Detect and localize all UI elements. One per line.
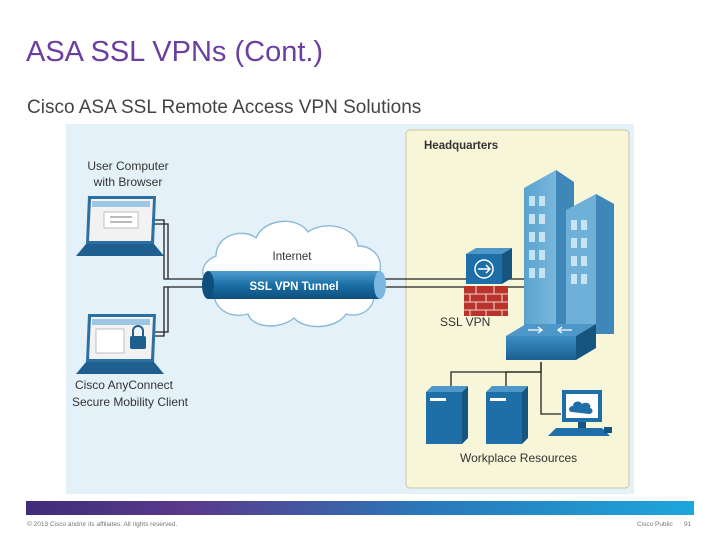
ssl-vpn-tunnel-label: SSL VPN Tunnel — [249, 281, 338, 293]
server-icon — [426, 386, 468, 444]
workstation-icon — [548, 390, 612, 436]
slide-subtitle: Cisco ASA SSL Remote Access VPN Solution… — [27, 97, 422, 118]
headquarters-building-icon — [524, 170, 614, 334]
user-computer-label: User Computer — [87, 159, 168, 173]
slide-title: ASA SSL VPNs (Cont.) — [26, 36, 324, 68]
footer-bar — [26, 501, 694, 515]
user-computer-label-2: with Browser — [93, 175, 163, 189]
classification-label: Cisco Public — [637, 521, 673, 528]
internet-label: Internet — [273, 251, 313, 263]
headquarters-label: Headquarters — [424, 140, 498, 152]
laptop-anyconnect-icon — [76, 314, 164, 374]
switch-icon — [506, 324, 596, 360]
page-number: 91 — [684, 521, 692, 528]
asa-firewall-icon — [464, 248, 512, 316]
ssl-vpn-tunnel — [202, 271, 386, 299]
copyright-text: © 2013 Cisco and/or its affiliates. All … — [27, 521, 178, 528]
anyconnect-label-2: Secure Mobility Client — [72, 395, 189, 409]
lock-icon — [130, 336, 146, 349]
ssl-vpn-label: SSL VPN — [440, 315, 490, 329]
workplace-resources-label: Workplace Resources — [460, 451, 577, 465]
connection-lines — [152, 219, 561, 415]
anyconnect-label: Cisco AnyConnect — [75, 378, 174, 392]
server-icon-2 — [486, 386, 528, 444]
network-diagram: Headquarters — [66, 124, 634, 494]
laptop-browser-icon — [76, 196, 164, 256]
